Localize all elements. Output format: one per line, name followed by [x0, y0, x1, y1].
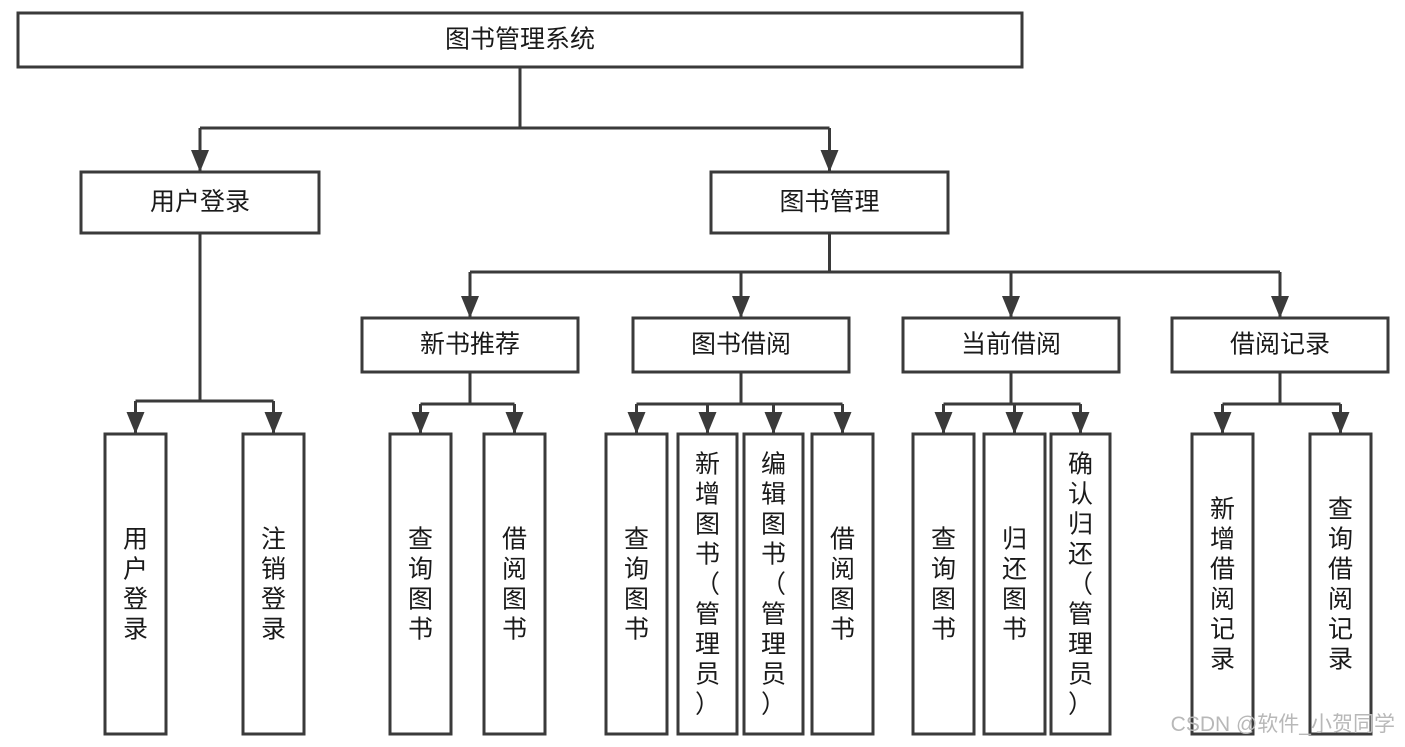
node-leaf-logout[interactable]: 注销登录	[241, 432, 306, 736]
book-borrow-arrow-2	[764, 412, 783, 434]
node-leaf-query-book-borrow[interactable]: 查询图书	[604, 432, 669, 736]
watermark-label: CSDN @软件_小贺同学	[1171, 713, 1395, 736]
node-box-leaf-logout[interactable]	[241, 432, 306, 736]
node-label-leaf-query-borrow-record: 查询借阅记录	[1328, 495, 1353, 673]
node-box-book-borrow[interactable]	[631, 316, 851, 374]
node-leaf-add-book-admin[interactable]: 新增图书（管理员）	[676, 432, 739, 736]
node-label-leaf-query-book-borrow: 查询图书	[624, 525, 649, 643]
book-manage-arrow-1	[732, 296, 750, 318]
node-user-login[interactable]: 用户登录	[79, 170, 321, 235]
book-borrow-arrow-1	[698, 412, 717, 434]
node-label-new-book-recommend: 新书推荐	[420, 331, 520, 359]
borrow-record-arrow-1	[1331, 412, 1350, 434]
node-box-new-book-recommend[interactable]	[360, 316, 580, 374]
root-arrow-1	[820, 150, 839, 172]
node-leaf-user-login[interactable]: 用户登录	[103, 432, 168, 736]
borrow-record-arrow-0	[1213, 412, 1232, 434]
node-box-book-manage[interactable]	[709, 170, 950, 235]
node-box-leaf-add-book-admin[interactable]	[676, 432, 739, 736]
node-box-leaf-edit-book-admin[interactable]	[742, 432, 805, 736]
node-label-leaf-edit-book-admin: 编辑图书（管理员）	[761, 450, 786, 718]
node-leaf-edit-book-admin[interactable]: 编辑图书（管理员）	[742, 432, 805, 736]
node-label-leaf-confirm-return-admin: 确认归还（管理员）	[1068, 450, 1093, 718]
nodes-layer: 图书管理系统用户登录图书管理新书推荐图书借阅当前借阅借阅记录用户登录注销登录查询…	[16, 11, 1390, 736]
node-box-user-login[interactable]	[79, 170, 321, 235]
node-label-user-login: 用户登录	[150, 188, 250, 216]
node-box-leaf-query-book-recommend[interactable]	[388, 432, 453, 736]
node-new-book-recommend[interactable]: 新书推荐	[360, 316, 580, 374]
user-login-arrow-0	[126, 412, 145, 434]
node-leaf-query-borrow-record[interactable]: 查询借阅记录	[1308, 432, 1373, 736]
node-borrow-record[interactable]: 借阅记录	[1170, 316, 1390, 374]
node-leaf-borrow-book[interactable]: 借阅图书	[810, 432, 875, 736]
node-label-leaf-logout: 注销登录	[261, 525, 286, 643]
new-book-recommend-arrow-0	[411, 412, 430, 434]
book-manage-arrow-0	[461, 296, 479, 318]
node-box-leaf-add-borrow-record[interactable]	[1190, 432, 1255, 736]
node-label-leaf-return-book: 归还图书	[1002, 525, 1027, 643]
current-borrow-arrow-2	[1071, 412, 1090, 434]
node-box-leaf-confirm-return-admin[interactable]	[1049, 432, 1112, 736]
node-leaf-query-book-current[interactable]: 查询图书	[911, 432, 976, 736]
node-box-leaf-return-book[interactable]	[982, 432, 1047, 736]
current-borrow-arrow-0	[934, 412, 953, 434]
node-label-leaf-add-book-admin: 新增图书（管理员）	[695, 450, 720, 718]
book-manage-arrow-3	[1271, 296, 1289, 318]
node-leaf-borrow-book-recommend[interactable]: 借阅图书	[482, 432, 547, 736]
book-manage-arrow-2	[1002, 296, 1020, 318]
node-label-book-borrow: 图书借阅	[691, 331, 791, 359]
node-root[interactable]: 图书管理系统	[16, 11, 1024, 69]
node-box-leaf-user-login[interactable]	[103, 432, 168, 736]
connectors-layer	[126, 67, 1350, 434]
node-box-leaf-query-borrow-record[interactable]	[1308, 432, 1373, 736]
node-current-borrow[interactable]: 当前借阅	[901, 316, 1121, 374]
node-label-current-borrow: 当前借阅	[961, 331, 1061, 359]
node-label-root: 图书管理系统	[445, 26, 595, 54]
node-label-leaf-query-book-recommend: 查询图书	[408, 525, 433, 643]
node-label-book-manage: 图书管理	[779, 188, 879, 216]
node-book-borrow[interactable]: 图书借阅	[631, 316, 851, 374]
node-box-borrow-record[interactable]	[1170, 316, 1390, 374]
node-label-leaf-borrow-book: 借阅图书	[830, 525, 855, 643]
user-login-arrow-1	[264, 412, 283, 434]
node-label-leaf-borrow-book-recommend: 借阅图书	[502, 525, 527, 643]
node-leaf-query-book-recommend[interactable]: 查询图书	[388, 432, 453, 736]
node-label-leaf-query-book-current: 查询图书	[931, 525, 956, 643]
node-box-leaf-borrow-book-recommend[interactable]	[482, 432, 547, 736]
node-box-current-borrow[interactable]	[901, 316, 1121, 374]
node-box-root[interactable]	[16, 11, 1024, 69]
node-box-leaf-borrow-book[interactable]	[810, 432, 875, 736]
node-book-manage[interactable]: 图书管理	[709, 170, 950, 235]
node-label-leaf-user-login: 用户登录	[123, 525, 148, 643]
node-label-borrow-record: 借阅记录	[1230, 331, 1330, 359]
node-leaf-return-book[interactable]: 归还图书	[982, 432, 1047, 736]
book-borrow-arrow-0	[627, 412, 646, 434]
node-box-leaf-query-book-current[interactable]	[911, 432, 976, 736]
current-borrow-arrow-1	[1005, 412, 1024, 434]
node-leaf-add-borrow-record[interactable]: 新增借阅记录	[1190, 432, 1255, 736]
new-book-recommend-arrow-1	[505, 412, 524, 434]
book-borrow-arrow-3	[833, 412, 852, 434]
node-leaf-confirm-return-admin[interactable]: 确认归还（管理员）	[1049, 432, 1112, 736]
node-label-leaf-add-borrow-record: 新增借阅记录	[1210, 495, 1235, 673]
root-arrow-0	[191, 150, 209, 172]
node-box-leaf-query-book-borrow[interactable]	[604, 432, 669, 736]
